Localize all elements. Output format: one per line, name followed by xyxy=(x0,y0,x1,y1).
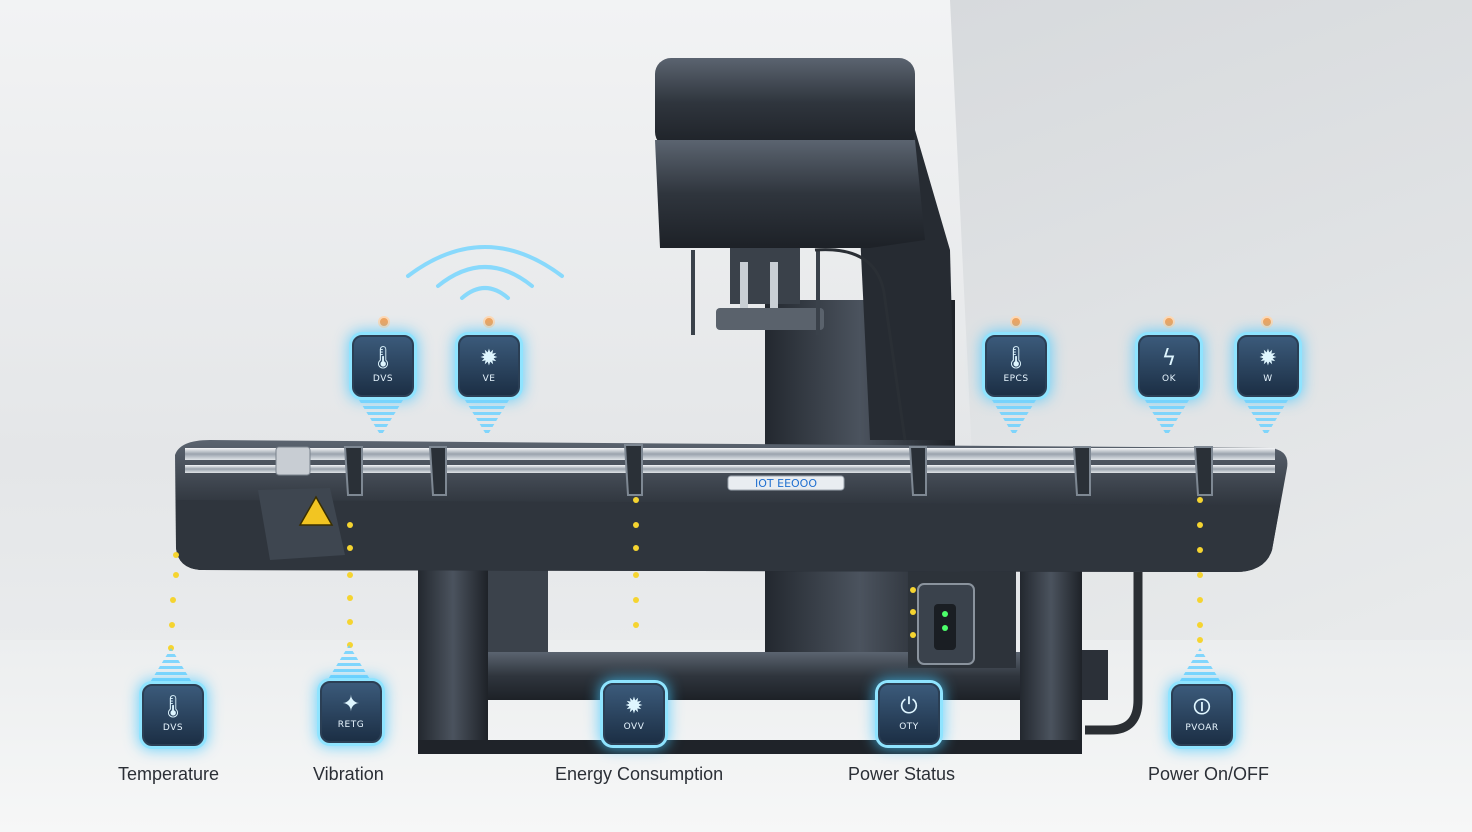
power-plug-icon: ⏻ xyxy=(900,694,918,719)
location-pin-icon xyxy=(1163,316,1175,328)
vibration-icon: ✦ xyxy=(341,692,361,717)
sensor-value: RETG xyxy=(337,720,365,730)
location-pin-icon xyxy=(1010,316,1022,328)
label-energy-consumption: Energy Consumption xyxy=(555,764,724,784)
machine-head xyxy=(655,58,925,441)
location-pin-icon xyxy=(1261,316,1273,328)
lightning-icon: ϟ xyxy=(1161,346,1177,371)
data-link-dots xyxy=(168,497,1203,651)
thermometer-icon: 🌡 xyxy=(159,695,187,720)
label-power-status: Power Status xyxy=(848,764,956,784)
label-vibration: Vibration xyxy=(313,764,384,784)
sensor-value: OVV xyxy=(623,722,645,732)
upper-sensor-temperature-2[interactable]: 🌡 EPCS xyxy=(985,335,1047,397)
power-switch-icon: ⏼ xyxy=(1193,695,1211,720)
sensor-value: W xyxy=(1263,374,1273,384)
gear-bug-icon: ✹ xyxy=(1258,346,1278,371)
sensor-value: OTY xyxy=(899,722,919,732)
lower-sensor-energy[interactable]: ✹ OVV xyxy=(603,683,665,745)
conveyor-body: IOT EEOOO xyxy=(175,440,1288,572)
sensor-value: PVOAR xyxy=(1185,723,1219,733)
sensor-value: OK xyxy=(1162,374,1176,384)
upper-sensor-power[interactable]: ϟ OK xyxy=(1138,335,1200,397)
location-pin-icon xyxy=(483,316,495,328)
gear-bug-icon: ✹ xyxy=(479,346,499,371)
lower-sensor-power-status[interactable]: ⏻ OTY xyxy=(878,683,940,745)
lower-sensor-temperature[interactable]: 🌡 DVS xyxy=(142,684,204,746)
power-cable xyxy=(1085,572,1143,735)
warning-icon xyxy=(298,495,334,526)
machine-plate-code: IOT EEOOO xyxy=(755,477,817,490)
sensor-value: EPCS xyxy=(1003,374,1029,384)
wifi-signal-icon xyxy=(406,245,564,300)
sensor-value: DVS xyxy=(162,723,184,733)
sensor-value: VE xyxy=(482,374,496,384)
label-power-on-off: Power On/OFF xyxy=(1148,764,1270,784)
upper-sensor-temperature[interactable]: 🌡 DVS xyxy=(352,335,414,397)
label-temperature: Temperature xyxy=(118,764,220,784)
upper-sensor-vibration[interactable]: ✹ VE xyxy=(458,335,520,397)
lower-sensor-vibration[interactable]: ✦ RETG xyxy=(320,681,382,743)
sensor-value: DVS xyxy=(372,374,394,384)
control-box xyxy=(908,568,1016,668)
thermometer-icon: 🌡 xyxy=(1002,346,1030,371)
energy-gear-icon: ✹ xyxy=(624,694,644,719)
location-pin-icon xyxy=(378,316,390,328)
lower-sensor-power-switch[interactable]: ⏼ PVOAR xyxy=(1171,684,1233,746)
thermometer-icon: 🌡 xyxy=(369,346,397,371)
upper-sensor-energy[interactable]: ✹ W xyxy=(1237,335,1299,397)
